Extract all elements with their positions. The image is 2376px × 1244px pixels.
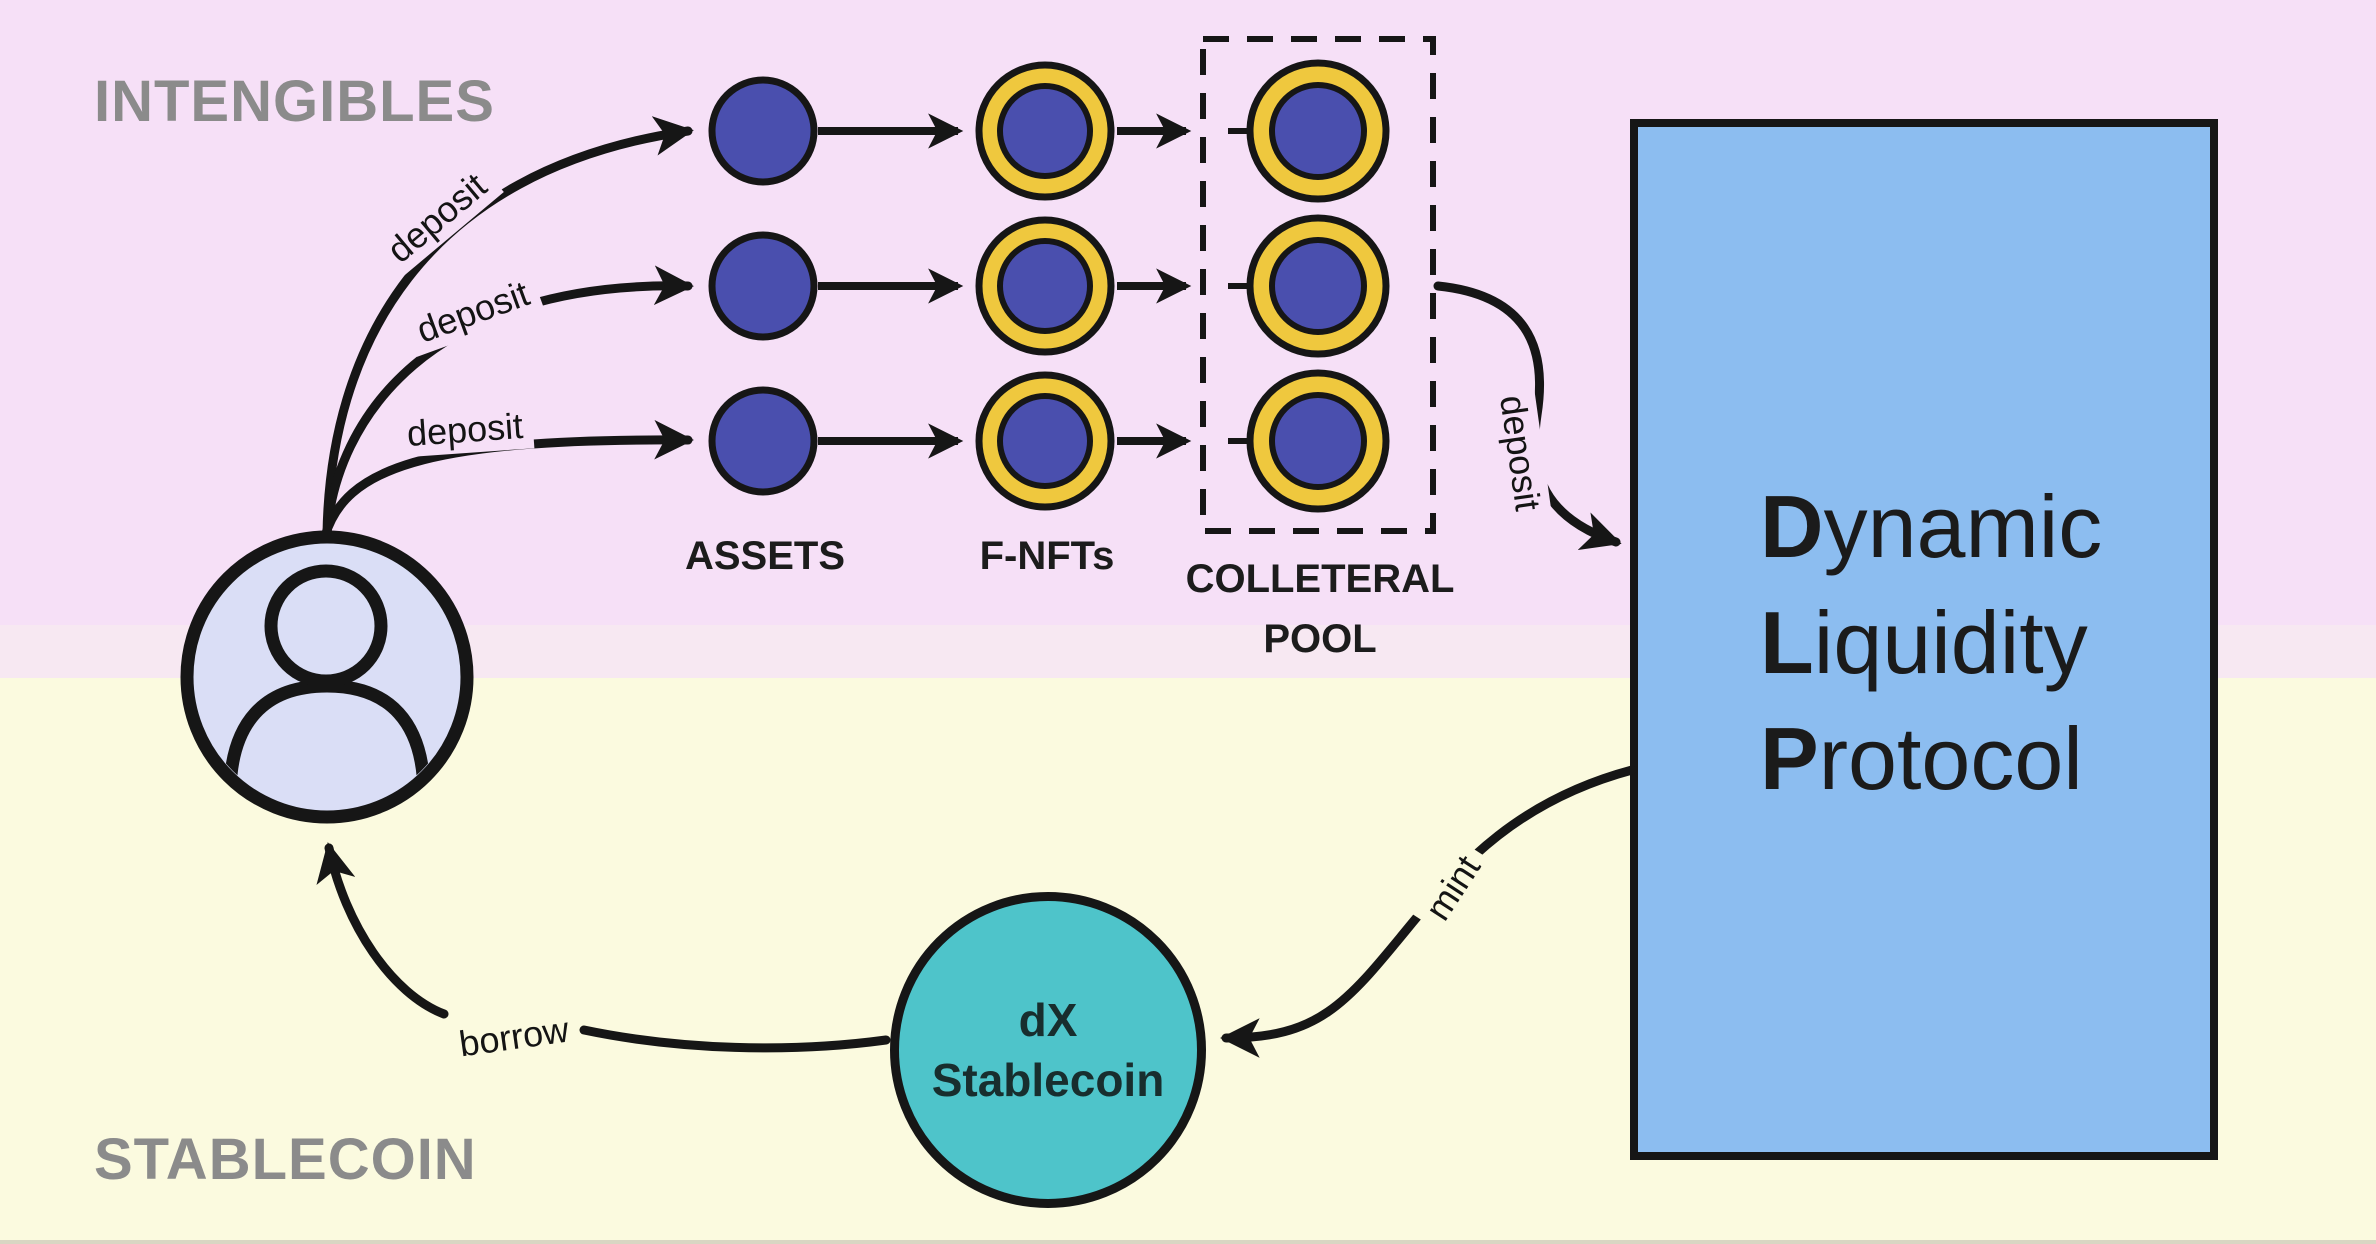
asset-circle-2 bbox=[708, 231, 818, 341]
fnft-circle-2 bbox=[975, 216, 1115, 356]
collateral-pool-label-line2: POOL bbox=[1263, 617, 1377, 661]
bottom-edge-strip bbox=[0, 1240, 2376, 1244]
intangibles-section-title: INTENGIBLES bbox=[94, 69, 495, 134]
asset-circle-3 bbox=[708, 386, 818, 496]
fnft-circle-3 bbox=[975, 371, 1115, 511]
asset-circle-1 bbox=[708, 76, 818, 186]
arrow-deposit-1 bbox=[322, 116, 694, 539]
dx-stablecoin-node: dX Stablecoin bbox=[890, 892, 1206, 1208]
deposit-label-3: deposit bbox=[395, 402, 535, 458]
user-avatar-head bbox=[264, 564, 388, 688]
stablecoin-section-title: STABLECOIN bbox=[94, 1127, 477, 1192]
fnft-circle-1 bbox=[975, 61, 1115, 201]
pool-circle-3 bbox=[1246, 369, 1390, 513]
dx-stablecoin-line-2: Stablecoin bbox=[931, 1054, 1165, 1106]
fnfts-column-label: F-NFTs bbox=[979, 534, 1115, 578]
arrow-borrow-arrowhead-segment bbox=[316, 842, 449, 1019]
dlp-line-3: Protocol bbox=[1760, 709, 2083, 808]
arrow-deposit-3 bbox=[320, 419, 694, 541]
dlp-box-title: Dynamic Liquidity Protocol bbox=[1638, 127, 2210, 817]
assets-column-label: ASSETS bbox=[684, 534, 846, 578]
dlp-line-2: Liquidity bbox=[1760, 593, 2088, 692]
user-avatar-icon bbox=[180, 530, 474, 824]
dynamic-liquidity-protocol-box: Dynamic Liquidity Protocol bbox=[1630, 119, 2218, 1160]
arrow-borrow-segment bbox=[579, 1025, 891, 1053]
pool-circle-2 bbox=[1246, 214, 1390, 358]
dx-stablecoin-line-1: dX bbox=[1018, 994, 1078, 1046]
collateral-pool-label-line1: COLLETERAL bbox=[1185, 557, 1455, 601]
arrow-deposit-2 bbox=[322, 265, 694, 539]
arrow-mint bbox=[1220, 765, 1637, 1058]
pool-circle-1 bbox=[1246, 59, 1390, 203]
collateral-pool-dashed-box bbox=[1200, 36, 1436, 534]
dlp-line-1: Dynamic bbox=[1760, 477, 2103, 576]
